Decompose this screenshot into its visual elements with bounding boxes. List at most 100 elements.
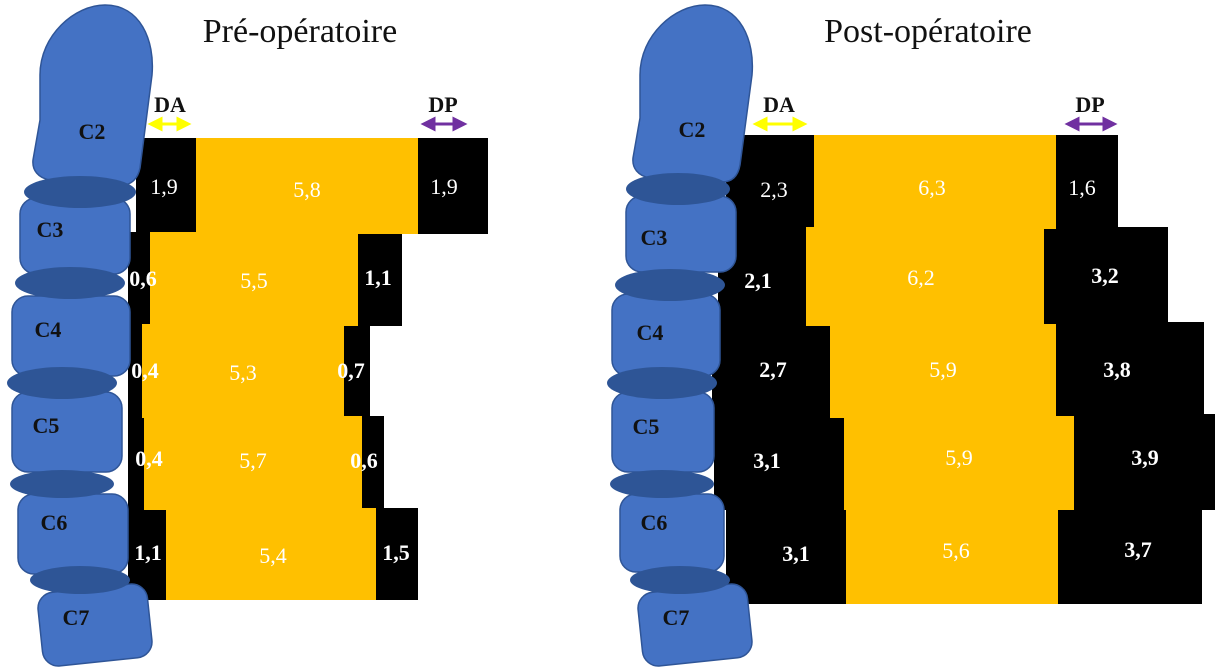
canal-value-3: 5,3 — [229, 360, 257, 385]
canal-segment-2 — [150, 232, 358, 326]
vertebra-c2-shape — [632, 4, 754, 183]
da-value-2: 2,1 — [744, 268, 772, 293]
disc-c5-c6 — [610, 470, 714, 498]
vertebra-label-c5: C5 — [633, 414, 660, 439]
vertebra-label-c2: C2 — [79, 119, 106, 144]
dp-label: DP — [1075, 92, 1104, 117]
vertebra-label-c4: C4 — [637, 320, 664, 345]
dp-block-5 — [1056, 506, 1202, 604]
canal-segments — [806, 135, 1074, 604]
vertebral-column — [607, 4, 754, 667]
dp-value-4: 3,9 — [1131, 445, 1159, 470]
disc-c2-c3 — [626, 173, 730, 205]
canal-segment-5 — [166, 508, 376, 600]
disc-c5-c6 — [10, 470, 114, 498]
dp-value-4: 0,6 — [350, 448, 378, 473]
posterior-space-blocks — [1042, 135, 1215, 604]
canal-value-1: 5,8 — [293, 177, 321, 202]
vertebra-c6-shape — [17, 493, 129, 575]
da-block-2 — [128, 232, 152, 326]
dp-value-1: 1,6 — [1068, 175, 1096, 200]
vertebra-label-c2: C2 — [679, 117, 706, 142]
dp-label: DP — [428, 92, 457, 117]
vertebra-c5-shape — [611, 391, 715, 473]
dp-value-5: 1,5 — [382, 540, 410, 565]
da-value-1: 2,3 — [760, 177, 788, 202]
canal-value-3: 5,9 — [929, 357, 957, 382]
canal-value-1: 6,3 — [918, 175, 946, 200]
dp-block-3 — [1054, 322, 1204, 418]
posterior-space-blocks — [342, 138, 488, 600]
vertebra-c4-shape — [11, 295, 131, 377]
vertebra-c2-shape — [32, 4, 154, 186]
da-label: DA — [154, 92, 186, 117]
vertebra-label-c6: C6 — [641, 510, 668, 535]
vertebra-label-c3: C3 — [37, 217, 64, 242]
measure-values: 1,9 5,8 1,9 0,6 5,5 1,1 0,4 5,3 0,7 0,4 … — [129, 174, 458, 568]
anterior-space-blocks — [712, 135, 848, 604]
canal-segment-3 — [830, 324, 1056, 418]
disc-c6-c7 — [630, 566, 730, 594]
disc-c4-c5 — [607, 367, 717, 399]
panel-pre-operatoire: Pré-opératoire — [7, 4, 488, 667]
vertebra-c7-shape — [37, 583, 153, 667]
da-block-5 — [726, 508, 848, 604]
canal-segment-4 — [844, 416, 1074, 510]
da-value-5: 1,1 — [134, 540, 162, 565]
canal-segment-3 — [142, 324, 344, 418]
measure-values: 2,3 6,3 1,6 2,1 6,2 3,2 2,7 5,9 3,8 3,1 … — [744, 175, 1159, 566]
canal-segment-1 — [814, 135, 1056, 229]
disc-c6-c7 — [30, 566, 130, 594]
da-block-3 — [712, 324, 832, 418]
da-label: DA — [763, 92, 795, 117]
vertebra-c7-shape — [637, 583, 753, 667]
vertebra-label-c6: C6 — [41, 510, 68, 535]
canal-segment-1 — [196, 138, 418, 234]
canal-value-5: 5,6 — [942, 538, 970, 563]
da-value-4: 0,4 — [135, 446, 163, 471]
vertebra-c6-shape — [619, 493, 725, 573]
vertebra-label-c7: C7 — [663, 605, 690, 630]
da-block-4 — [714, 416, 846, 510]
dp-value-2: 1,1 — [364, 265, 392, 290]
dp-block-2 — [356, 232, 402, 326]
da-value-2: 0,6 — [129, 266, 157, 291]
canal-segment-5 — [846, 508, 1058, 604]
dp-value-2: 3,2 — [1091, 263, 1119, 288]
dp-block-2 — [1042, 227, 1168, 326]
da-block-1 — [136, 138, 198, 234]
canal-segments — [142, 138, 418, 600]
canal-value-4: 5,9 — [945, 445, 973, 470]
disc-c4-c5 — [7, 367, 117, 399]
da-value-3: 0,4 — [131, 358, 159, 383]
dp-block-4 — [360, 416, 384, 510]
canal-segment-4 — [144, 416, 362, 510]
dp-value-5: 3,7 — [1124, 537, 1152, 562]
da-value-4: 3,1 — [753, 448, 781, 473]
dp-block-5 — [374, 508, 418, 600]
vertebra-label-c3: C3 — [641, 225, 668, 250]
vertebra-label-c5: C5 — [33, 413, 60, 438]
da-value-3: 2,7 — [759, 357, 787, 382]
da-value-5: 3,1 — [782, 541, 810, 566]
canal-segment-2 — [806, 227, 1044, 326]
disc-c2-c3 — [24, 176, 136, 208]
panel-title: Post-opératoire — [824, 13, 1032, 50]
canal-value-2: 6,2 — [907, 265, 935, 290]
da-block-3 — [128, 324, 144, 418]
canal-value-4: 5,7 — [239, 448, 267, 473]
canal-value-2: 5,5 — [240, 268, 268, 293]
dp-block-1 — [1054, 135, 1118, 229]
disc-c3-c4 — [15, 267, 125, 299]
dp-block-3 — [342, 324, 370, 418]
dp-value-3: 0,7 — [337, 358, 365, 383]
da-value-1: 1,9 — [150, 174, 178, 199]
panel-post-operatoire: Post-opératoire — [607, 4, 1215, 667]
vertebra-c4-shape — [611, 293, 721, 377]
disc-c3-c4 — [615, 269, 725, 301]
canal-value-5: 5,4 — [259, 543, 287, 568]
vertebra-c5-shape — [11, 391, 123, 473]
dp-value-3: 3,8 — [1103, 357, 1131, 382]
dp-value-1: 1,9 — [430, 174, 458, 199]
